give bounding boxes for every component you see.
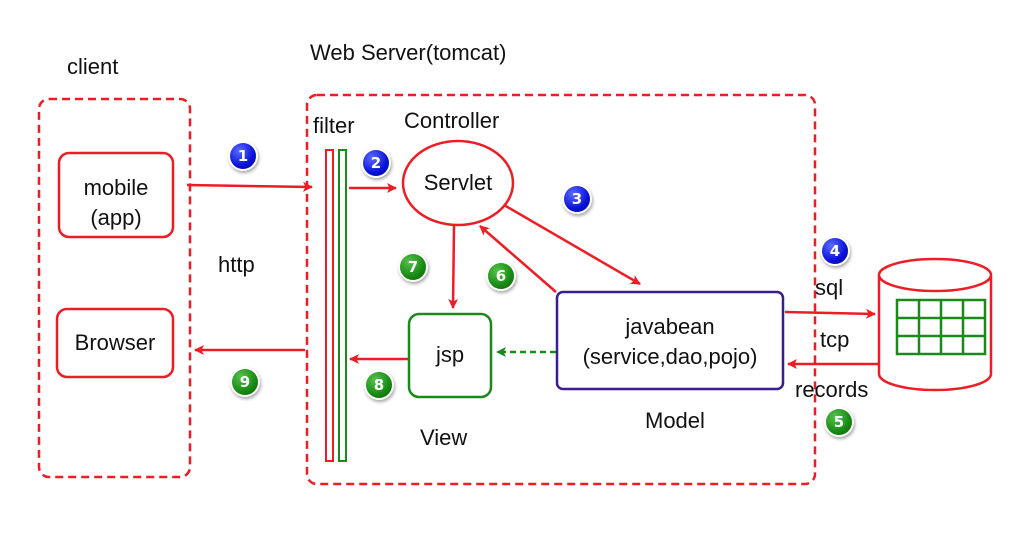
javabean-box	[555, 290, 785, 391]
javabean-label-line2: (service,dao,pojo)	[582, 344, 758, 369]
client-container	[37, 97, 192, 479]
mobile-label-line2: (app)	[90, 205, 142, 230]
browser-label: Browser	[74, 330, 156, 355]
step-6-badge: 6	[488, 263, 514, 289]
arrow-servlet-to-javabean	[503, 203, 641, 286]
step-4-badge: 4	[822, 238, 848, 264]
arrow-javabean-to-servlet	[479, 225, 557, 293]
client-title: client	[67, 54, 119, 79]
filter-bar-red	[325, 149, 334, 462]
web-server-container	[305, 93, 817, 486]
step-2-badge: 2	[363, 150, 389, 176]
arrow-mobile-to-filter	[186, 181, 313, 192]
tcp-label: tcp	[820, 327, 850, 352]
filter-bar-green	[338, 149, 347, 462]
filter-label: filter	[313, 113, 355, 138]
mobile-label-line1: mobile	[83, 175, 149, 200]
database-icon	[877, 257, 993, 392]
arrow-servlet-to-jsp	[448, 225, 459, 309]
controller-label: Controller	[404, 108, 500, 133]
step-9-badge: 9	[232, 369, 258, 395]
sql-label: sql	[815, 275, 844, 300]
model-label: Model	[645, 408, 705, 433]
javabean-label: javabean (service,dao,pojo)	[557, 312, 783, 372]
records-label: records	[795, 377, 869, 402]
view-label: View	[420, 425, 468, 450]
arrow-javabean-to-database	[784, 308, 876, 319]
step-7-badge: 7	[400, 254, 426, 280]
javabean-label-line1: javabean	[625, 314, 715, 339]
mobile-label: mobile (app)	[59, 173, 173, 233]
jsp-label: jsp	[435, 342, 465, 367]
step-8-badge: 8	[366, 372, 392, 398]
step-5-badge: 5	[826, 409, 852, 435]
step-3-badge: 3	[564, 186, 590, 212]
http-label: http	[218, 252, 255, 277]
mobile-box	[57, 151, 175, 239]
jsp-box	[407, 312, 493, 399]
web-server-title: Web Server(tomcat)	[310, 40, 507, 65]
step-1-badge: 1	[230, 143, 256, 169]
servlet-ellipse	[401, 139, 515, 227]
servlet-label: Servlet	[423, 170, 493, 195]
browser-box	[55, 307, 175, 379]
